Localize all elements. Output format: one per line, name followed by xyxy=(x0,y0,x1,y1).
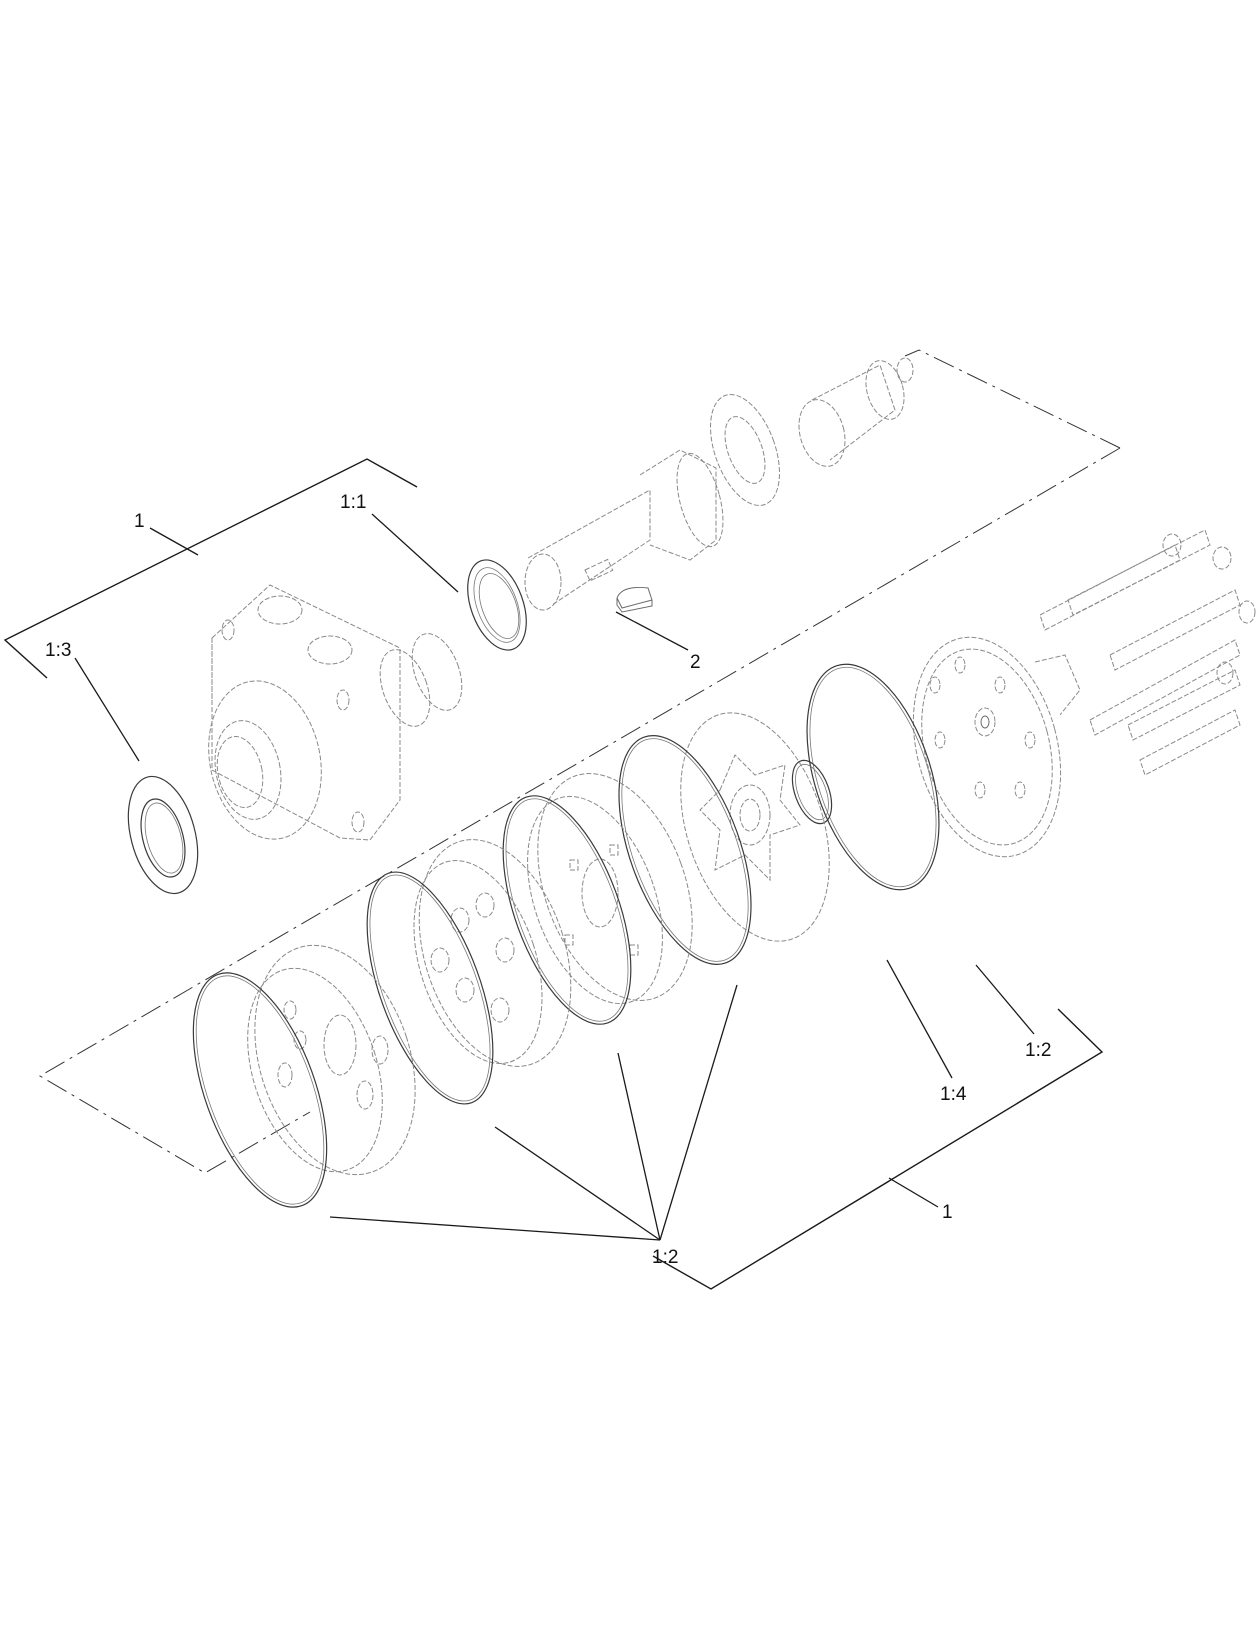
gerotor-set xyxy=(680,712,830,942)
front-o-ring xyxy=(192,972,328,1208)
shaft-seal xyxy=(467,559,527,651)
bracket-bottom-assembly xyxy=(652,1008,1104,1290)
housing-o-rings xyxy=(379,633,463,727)
callout-1-2-right: 1:2 xyxy=(1025,1040,1051,1061)
manifold-o-ring xyxy=(366,871,494,1105)
dust-seal xyxy=(127,775,199,895)
valve-plate-o-ring xyxy=(502,795,632,1025)
callout-2: 2 xyxy=(690,652,701,673)
valve-plate xyxy=(527,773,693,1005)
leader-lines xyxy=(74,513,1035,1241)
callout-1-4: 1:4 xyxy=(940,1084,967,1105)
gerotor-o-ring xyxy=(618,735,752,965)
drive-spline xyxy=(798,357,914,467)
bolts xyxy=(1039,529,1256,776)
woodruff-key xyxy=(616,587,653,613)
seal-ring-small xyxy=(791,759,833,825)
callout-1-2-bottom: 1:2 xyxy=(652,1247,678,1268)
callout-1-bottom: 1 xyxy=(942,1202,953,1223)
manifold-plate xyxy=(413,839,572,1067)
thrust-bearing xyxy=(710,394,780,506)
end-cap-o-ring xyxy=(806,663,940,891)
output-shaft xyxy=(524,449,724,611)
callout-1-3: 1:3 xyxy=(45,640,71,661)
callout-1-top: 1 xyxy=(134,511,145,532)
assembly-centerline xyxy=(39,349,1121,1174)
wear-plate xyxy=(247,944,416,1176)
callout-1-1: 1:1 xyxy=(340,492,366,513)
bracket-top-assembly xyxy=(3,458,418,679)
callout-labels: 1 1:1 1:3 2 1:4 1:2 1 1:2 xyxy=(45,492,1051,1268)
end-cap xyxy=(912,636,1081,858)
housing-body xyxy=(208,584,401,841)
